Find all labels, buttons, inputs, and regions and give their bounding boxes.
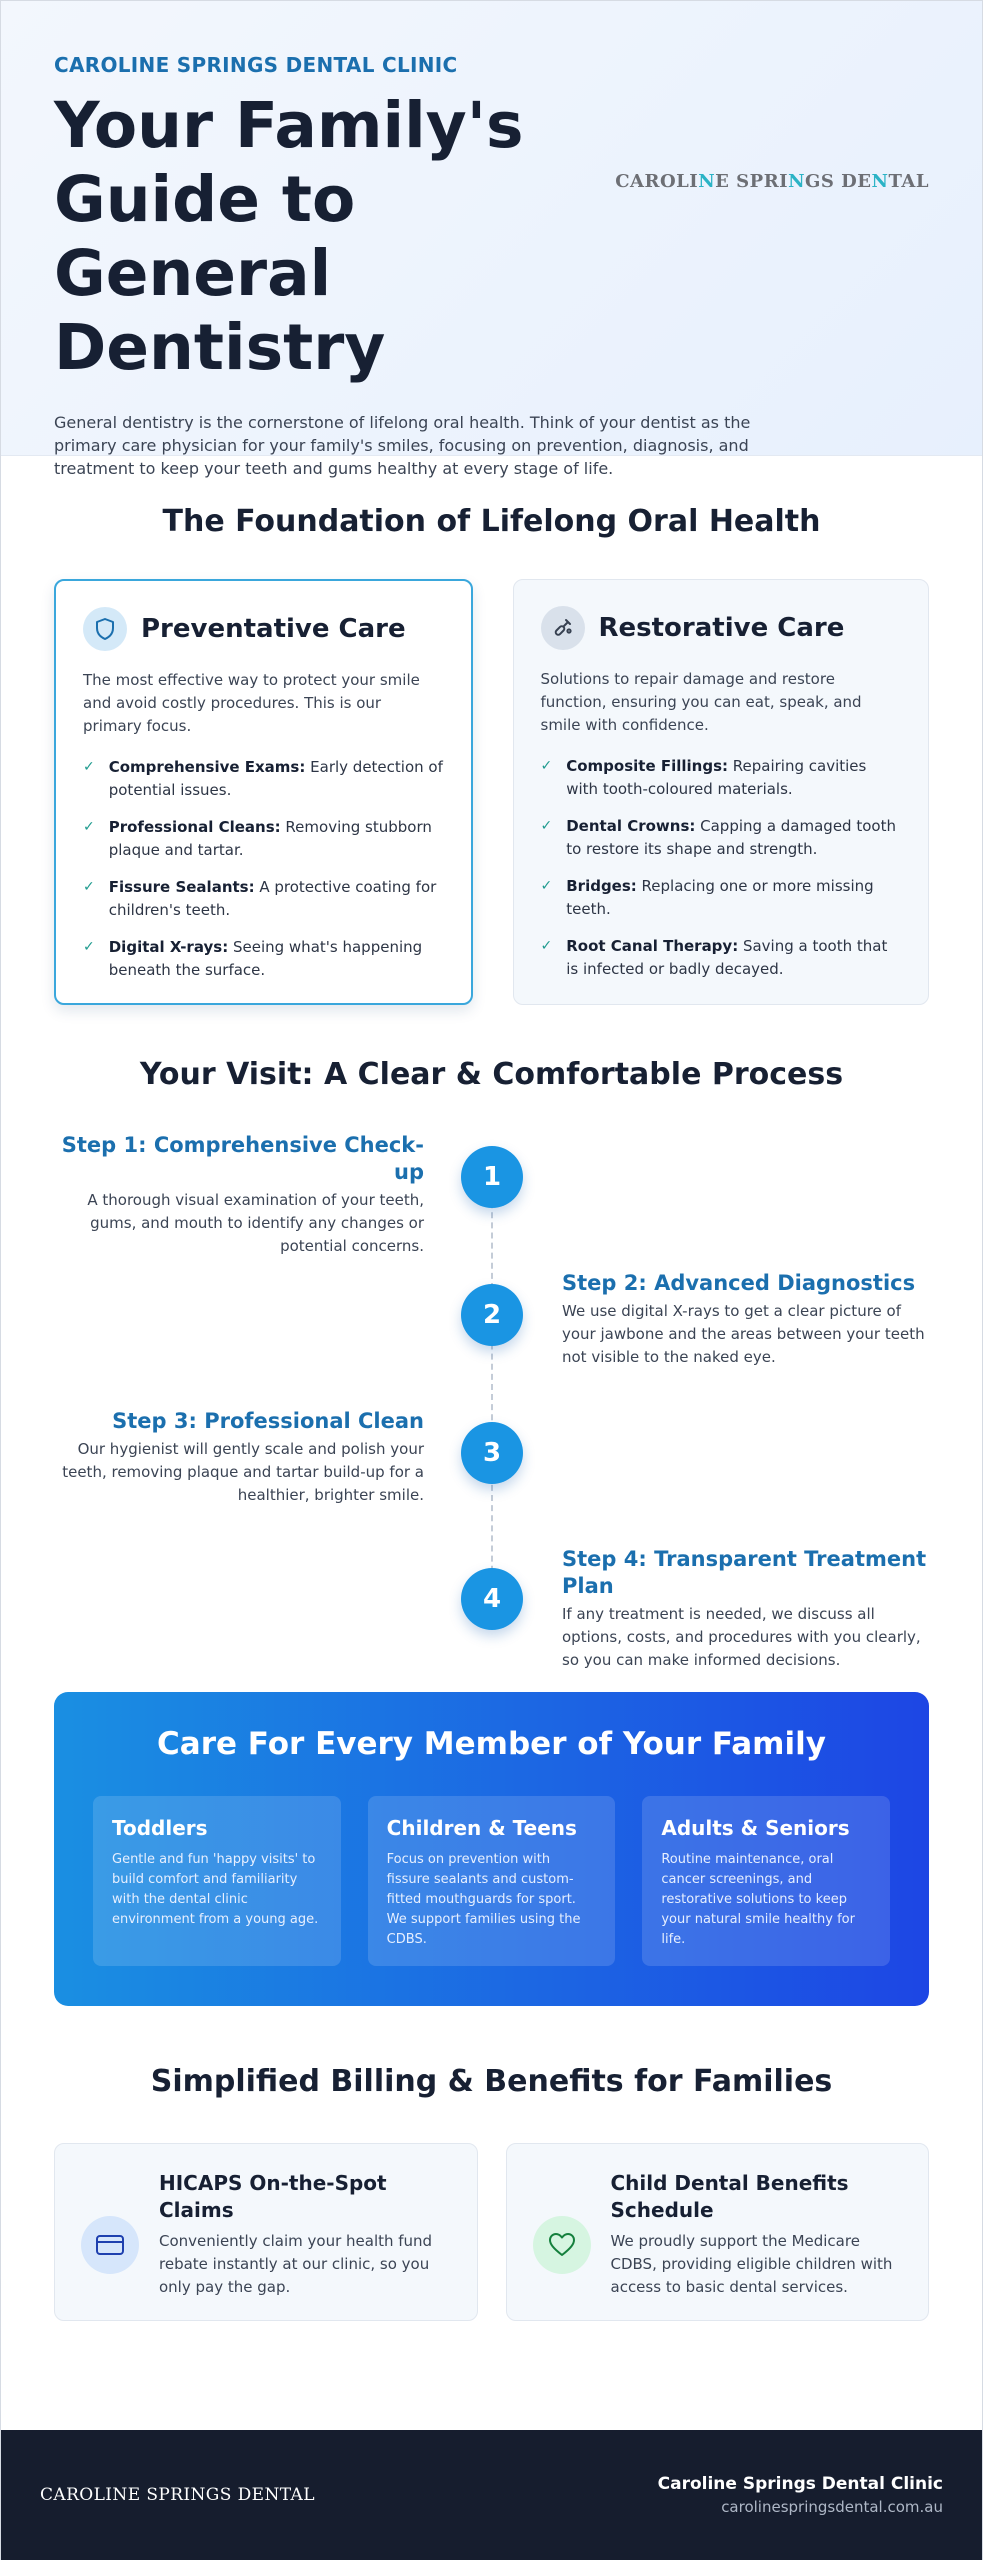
step-title: Step 3: Professional Clean [112,1409,424,1433]
family-card-children-teens: Children & Teens Focus on prevention wit… [367,1796,616,1966]
family-card-title: Adults & Seniors [661,1816,850,1840]
care-card-title: Preventative Care [141,614,406,644]
step-number-badge: 1 [461,1146,523,1208]
hero-intro: General dentistry is the cornerstone of … [54,413,751,478]
bill-card-title: Child Dental Benefits Schedule [610,2171,849,2222]
billing-grid: HICAPS On-the-Spot Claims Conveniently c… [54,2143,929,2321]
footer: CAROLINE SPRINGS DENTAL Caroline Springs… [1,2430,982,2560]
check-icon: ✓ [540,758,553,774]
footer-clinic-name: Caroline Springs Dental Clinic [657,2474,943,2494]
bill-card-desc: Conveniently claim your health fund reba… [159,2232,433,2296]
billing-title: Simplified Billing & Benefits for Famili… [150,2064,833,2099]
check-icon: ✓ [540,878,553,894]
family-title: Care For Every Member of Your Family [157,1726,826,1762]
hero-section: CAROLINE SPRINGS DENTAL CLINIC Your Fami… [1,1,982,478]
bill-card-desc: We proudly support the Medicare CDBS, pr… [610,2232,893,2296]
restorative-list: ✓Composite Fillings: Repairing cavities … [541,755,902,981]
family-card-desc: Routine maintenance, oral cancer screeni… [661,1852,855,1947]
page-title: Your Family's Guide to General Dentistry [54,89,524,384]
step-title: Step 1: Comprehensive Check-up [61,1133,424,1184]
check-icon: ✓ [83,879,95,895]
hicaps-card: HICAPS On-the-Spot Claims Conveniently c… [54,2143,478,2321]
bill-card-body: HICAPS On-the-Spot Claims Conveniently c… [159,2170,451,2299]
list-item: ✓Dental Crowns: Capping a damaged tooth … [541,815,902,861]
care-grid: Preventative Care The most effective way… [54,579,929,1005]
care-card-desc: Solutions to repair damage and restore f… [540,670,862,734]
check-icon: ✓ [83,819,95,835]
bill-card-title: HICAPS On-the-Spot Claims [159,2171,387,2222]
list-item: ✓Digital X-rays: Seeing what's happening… [83,936,444,982]
check-icon: ✓ [540,818,553,834]
care-card-header: Preventative Care [83,607,444,651]
step-2: Step 2: Advanced Diagnostics We use digi… [562,1270,932,1369]
logo-accent: N [871,171,889,192]
clinic-logo: CAROLINE SPRINGS DENTAL [615,171,929,192]
list-item: ✓Professional Cleans: Removing stubborn … [83,816,444,862]
logo-text: GS DE [805,171,872,192]
step-title: Step 4: Transparent Treatment Plan [562,1547,927,1598]
check-icon: ✓ [83,759,95,775]
family-card-toddlers: Toddlers Gentle and fun 'happy visits' t… [93,1796,341,1966]
step-3: Step 3: Professional Clean Our hygienist… [54,1408,424,1507]
step-number-badge: 2 [461,1284,523,1346]
list-item: ✓Bridges: Replacing one or more missing … [541,875,902,921]
foundation-title: The Foundation of Lifelong Oral Health [162,504,821,539]
visit-title: Your Visit: A Clear & Comfortable Proces… [139,1057,844,1092]
care-card-header: Restorative Care [540,606,902,650]
footer-logo: CAROLINE SPRINGS DENTAL [40,2485,315,2505]
family-card-title: Children & Teens [386,1816,577,1840]
step-desc: Our hygienist will gently scale and poli… [62,1440,424,1504]
care-card-title: Restorative Care [598,613,845,643]
list-item: ✓Comprehensive Exams: Early detection of… [83,756,444,802]
list-item: ✓Fissure Sealants: A protective coating … [83,876,444,922]
list-item: ✓Root Canal Therapy: Saving a tooth that… [541,935,902,981]
heart-icon [532,2216,591,2274]
step-desc: We use digital X-rays to get a clear pic… [562,1302,925,1366]
tools-icon [540,606,585,650]
check-icon: ✓ [540,938,553,954]
care-card-desc: The most effective way to protect your s… [83,671,420,735]
family-banner: Care For Every Member of Your Family Tod… [54,1692,929,2006]
step-title: Step 2: Advanced Diagnostics [562,1271,916,1295]
logo-text: CAROLI [615,171,699,192]
preventative-list: ✓Comprehensive Exams: Early detection of… [83,756,444,982]
logo-accent: N [788,171,806,192]
family-card-title: Toddlers [112,1816,208,1840]
family-card-desc: Gentle and fun 'happy visits' to build c… [112,1852,319,1927]
step-number-badge: 3 [461,1422,523,1484]
foundation-section: The Foundation of Lifelong Oral Health P… [1,456,982,1005]
family-card-desc: Focus on prevention with fissure sealant… [386,1852,581,1947]
family-section: Care For Every Member of Your Family Tod… [1,1692,982,2006]
clinic-name: CAROLINE SPRINGS DENTAL CLINIC [54,53,458,77]
shield-icon [83,607,127,651]
step-4: Step 4: Transparent Treatment Plan If an… [562,1546,932,1672]
preventative-care-card: Preventative Care The most effective way… [54,579,473,1005]
restorative-care-card: Restorative Care Solutions to repair dam… [512,579,929,1005]
timeline-line [491,1182,493,1602]
credit-card-icon [81,2216,139,2274]
logo-text: TAL [888,171,929,192]
footer-website-link[interactable]: carolinespringsdental.com.au [721,2498,943,2516]
logo-text: E SPRI [715,171,789,192]
step-desc: If any treatment is needed, we discuss a… [562,1605,921,1669]
bill-card-body: Child Dental Benefits Schedule We proudl… [611,2170,903,2299]
family-card-adults-seniors: Adults & Seniors Routine maintenance, or… [642,1796,891,1966]
list-item: ✓Composite Fillings: Repairing cavities … [541,755,902,801]
cdbs-card: Child Dental Benefits Schedule We proudl… [505,2143,929,2321]
step-desc: A thorough visual examination of your te… [87,1191,424,1255]
step-1: Step 1: Comprehensive Check-up A thoroug… [54,1132,424,1258]
process-timeline: Step 1: Comprehensive Check-up A thoroug… [54,1132,929,1692]
step-number-badge: 4 [461,1568,523,1630]
footer-contact: Caroline Springs Dental Clinic carolines… [658,2474,943,2516]
visit-section: Your Visit: A Clear & Comfortable Proces… [1,1005,982,1692]
billing-section: Simplified Billing & Benefits for Famili… [1,2006,982,2321]
logo-accent: N [698,171,716,192]
check-icon: ✓ [83,939,95,955]
family-grid: Toddlers Gentle and fun 'happy visits' t… [93,1796,891,1966]
